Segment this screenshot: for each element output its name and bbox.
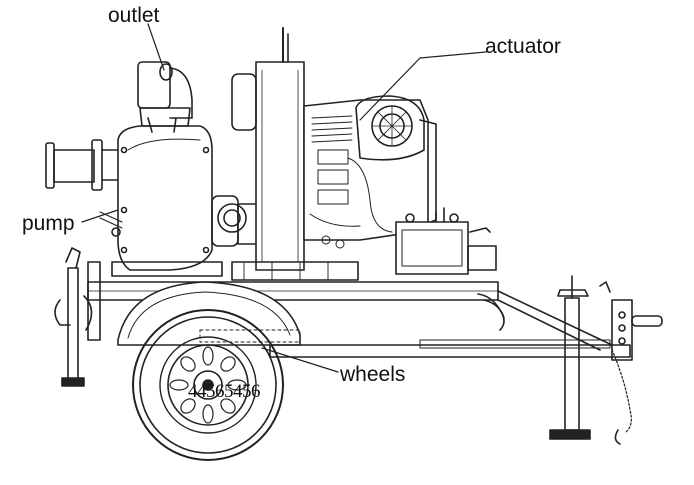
- actuator-label: actuator: [485, 35, 561, 58]
- outlet-elbow: [137, 61, 193, 133]
- trailer-frame: [87, 261, 631, 358]
- pump-label: pump: [22, 212, 75, 235]
- outlet-label: outlet: [108, 4, 160, 27]
- wheels-label: wheels: [340, 363, 406, 386]
- battery-box: [395, 207, 497, 275]
- wheel: [132, 309, 284, 461]
- watermark-code: 44565456: [188, 381, 261, 402]
- rear-light: [477, 293, 505, 331]
- rear-jack-stand: [54, 247, 93, 387]
- pump-body: [45, 125, 259, 277]
- leader-lines: [81, 23, 487, 373]
- engine-block: [231, 27, 437, 281]
- front-jack-stand: [549, 275, 663, 445]
